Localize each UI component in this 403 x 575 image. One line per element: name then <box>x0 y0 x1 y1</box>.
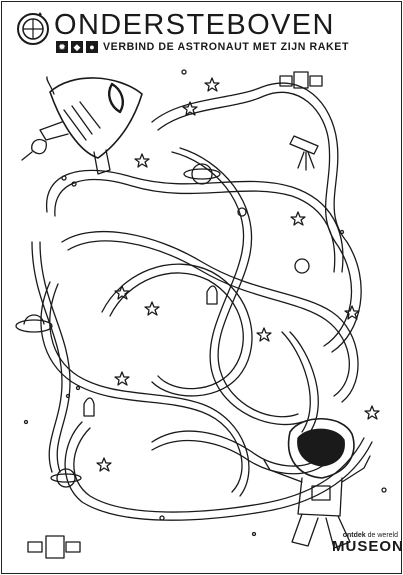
small-planet-icon <box>237 207 247 217</box>
astronaut-icon <box>263 417 371 549</box>
satellite-icon <box>27 535 81 559</box>
page-title: ONDERSTEBOVEN <box>54 9 335 41</box>
museon-brand: ontdek de wereld MUSEON <box>332 532 403 555</box>
brand-tagline: ontdek de wereld <box>332 532 398 539</box>
difficulty-symbol: ◆ <box>71 41 83 53</box>
saturn-planet-icon <box>50 163 221 488</box>
maze-path <box>31 82 373 521</box>
small-rocket-icon <box>83 285 218 417</box>
header: ONDERSTEBOVEN ✹ ◆ ● VERBIND DE ASTRONAUT… <box>12 8 397 56</box>
difficulty-symbol: ✹ <box>56 41 68 53</box>
star-icon <box>96 77 380 472</box>
ufo-icon <box>15 314 53 333</box>
moon-icon <box>294 258 310 274</box>
brand-name: MUSEON <box>332 538 403 555</box>
rocket-icon <box>21 76 143 175</box>
star-dot-icon <box>23 69 387 537</box>
brand-tag-rest: de wereld <box>365 532 398 539</box>
difficulty-indicator: ✹ ◆ ● <box>56 41 98 53</box>
page-subtitle: VERBIND DE ASTRONAUT MET ZIJN RAKET <box>103 41 350 53</box>
brand-tag-bold: ontdek <box>342 532 366 539</box>
difficulty-symbol: ● <box>86 41 98 53</box>
museon-planet-logo-icon <box>17 12 49 45</box>
telescope-icon <box>289 135 319 171</box>
satellite-icon <box>279 71 323 89</box>
